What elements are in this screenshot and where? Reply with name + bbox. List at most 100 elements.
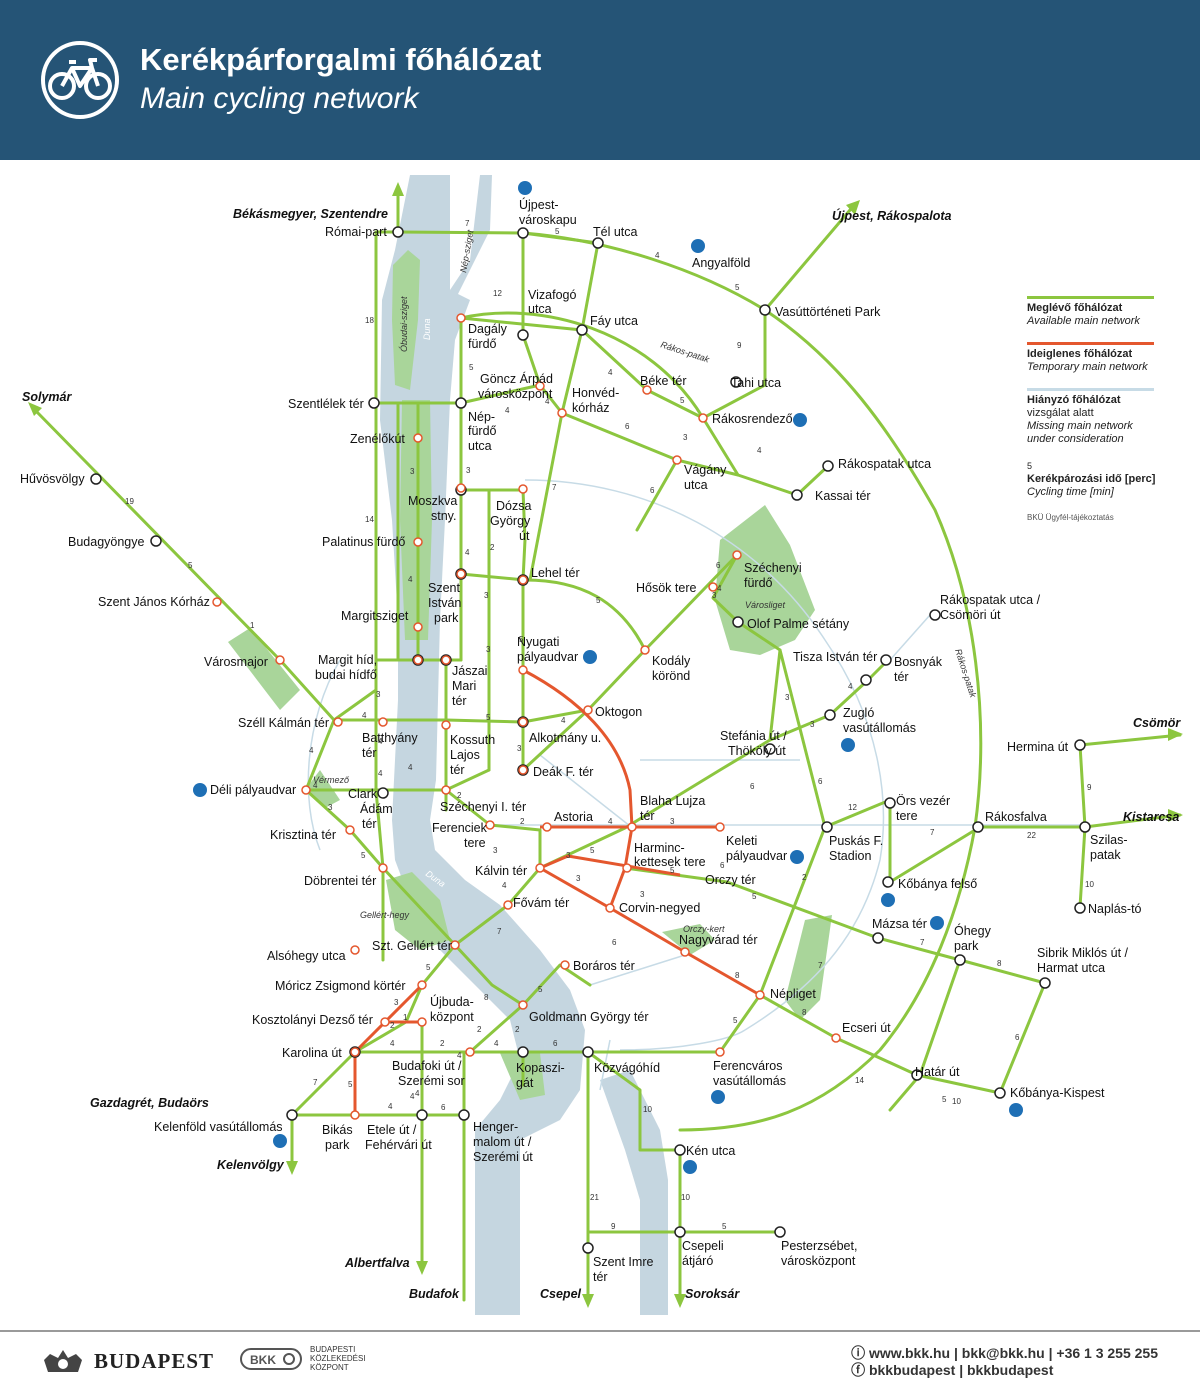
station-alsohegy: Alsóhegy utca — [267, 949, 346, 963]
station-ferenciek-1: Ferenciek — [432, 821, 488, 835]
station-vagany-1: Vágány — [684, 463, 727, 477]
cycling-time-103: 2 — [802, 873, 807, 882]
station-ecseri: Ecseri út — [842, 1021, 891, 1035]
dest-budafok: Budafok — [409, 1287, 460, 1301]
cycling-time-8: 4 — [608, 368, 613, 377]
station-hengermalom-1: Henger- — [473, 1120, 518, 1134]
cycling-time-104: 7 — [818, 961, 823, 970]
station-oktogon: Oktogon — [595, 705, 642, 719]
cycling-time-100: 5 — [590, 846, 595, 855]
rail-icons — [193, 181, 1023, 1174]
contact-text-1[interactable]: www.bkk.hu | bkk@bkk.hu | +36 1 3 255 25… — [868, 1345, 1158, 1361]
cycling-time-19: 4 — [408, 575, 413, 584]
cycling-time-85: 4 — [457, 1051, 462, 1060]
cycling-time-27: 5 — [188, 561, 193, 570]
label-nepsziget: Nép-sziget — [458, 229, 475, 274]
station-orsvezer-1: Örs vezér — [896, 794, 950, 808]
cycling-time-66: 5 — [733, 1016, 738, 1025]
station-olofpalme: Olof Palme sétány — [747, 617, 850, 631]
station-rakosfalva: Rákosfalva — [985, 810, 1047, 824]
cycling-time-52: 5 — [361, 851, 366, 860]
station-dozsa-3: út — [519, 529, 530, 543]
cycling-time-20: 14 — [365, 515, 374, 524]
station-puskas-2: Stadion — [829, 849, 871, 863]
station-bosnyak-1: Bosnyák — [894, 655, 943, 669]
station-rakosrendezo: Rákosrendező — [712, 412, 793, 426]
dest-bekasmegyer: Békásmegyer, Szentendre — [233, 207, 388, 221]
station-szilaspatak-2: patak — [1090, 848, 1121, 862]
cycling-time-96: 3 — [576, 874, 581, 883]
station-herminaut: Hermina út — [1007, 740, 1069, 754]
cycling-time-88: 4 — [415, 1089, 420, 1098]
station-moricz: Móricz Zsigmond körtér — [275, 979, 406, 993]
station-csepeliatjaro-1: Csepeli — [682, 1239, 724, 1253]
cycling-time-64: 10 — [952, 1097, 961, 1106]
legend-time: 5 Kerékpározási idő [perc] Cycling time … — [1027, 460, 1162, 499]
dest-albertfalva: Albertfalva — [344, 1256, 410, 1270]
station-zenelokut: Zenélőkút — [350, 432, 405, 446]
label-duna: Duna — [422, 318, 432, 340]
station-batthyany-2: tér — [362, 746, 377, 760]
cycling-time-70: 4 — [390, 1039, 395, 1048]
legend-temporary-en: Temporary main network — [1027, 361, 1148, 373]
arrows — [28, 182, 1183, 1308]
station-batthyany-1: Batthyány — [362, 731, 418, 745]
footer-city: BUDAPEST — [94, 1348, 215, 1373]
label-vermezo: Vérmező — [313, 775, 350, 785]
station-kelenfold: Kelenföld vasútállomás — [154, 1120, 283, 1134]
station-nepfurdo-2: fürdő — [468, 424, 497, 438]
cycling-time-73: 6 — [553, 1039, 558, 1048]
cycling-time-87: 6 — [441, 1103, 446, 1112]
cycling-time-30: 6 — [818, 777, 823, 786]
contact-text-2[interactable]: bkkbudapest | bkkbudapest — [868, 1362, 1054, 1378]
station-ujbuda-1: Újbuda- — [430, 994, 474, 1009]
cycling-time-98: 3 — [493, 846, 498, 855]
cycling-time-59: 7 — [920, 938, 925, 947]
station-telutca: Tél utca — [593, 225, 638, 239]
budapest-logo: BUDAPEST — [40, 1345, 214, 1377]
map-legend: Meglévő főhálózat Available main network… — [1027, 296, 1162, 536]
cycling-time-60: 8 — [997, 959, 1002, 968]
footer-contact: ⓘ www.bkk.hu | bkk@bkk.hu | +36 1 3 255 … — [851, 1345, 1158, 1379]
station-dozsa-2: György — [490, 514, 531, 528]
cycling-time-53: 12 — [848, 803, 857, 812]
label-duna2: Duna — [424, 868, 447, 889]
station-goldmann: Goldmann György tér — [529, 1010, 649, 1024]
cycling-time-45: 3 — [810, 720, 815, 729]
cycling-time-92: 8 — [735, 971, 740, 980]
cycling-time-51: 3 — [328, 803, 333, 812]
station-etele-1: Etele út / — [367, 1123, 417, 1137]
station-blaha-1: Blaha Lujza — [640, 794, 705, 808]
cycling-time-89: 4 — [410, 1092, 415, 1101]
station-lehel: Lehel tér — [531, 566, 580, 580]
station-krisztina: Krisztina tér — [270, 828, 336, 842]
station-hatarut: Határ út — [915, 1065, 960, 1079]
cycling-time-36: 5 — [519, 635, 524, 644]
legend-temporary-swatch — [1027, 342, 1154, 345]
cycling-time-34: 5 — [486, 713, 491, 722]
station-etele-2: Fehérvári út — [365, 1138, 432, 1152]
station-dagaly-1: Dagály — [468, 322, 508, 336]
legend-missing-en2: under consideration — [1027, 433, 1124, 445]
cycling-time-94: 3 — [640, 890, 645, 899]
cycling-time-97: 4 — [502, 881, 507, 890]
station-szentgellert: Szt. Gellért tér — [372, 939, 452, 953]
temporary-network — [353, 668, 761, 1115]
station-szentjanos: Szent János Kórház — [98, 595, 210, 609]
station-budafokiut-1: Budafoki út / — [392, 1059, 462, 1073]
cycling-time-0: 7 — [465, 219, 470, 228]
station-blaha-2: tér — [640, 809, 655, 823]
cycling-time-44: 4 — [848, 682, 853, 691]
station-moszkva-1: Moszkva — [408, 494, 457, 508]
cycling-time-9: 5 — [680, 396, 685, 405]
cycling-time-16: 3 — [466, 466, 471, 475]
dest-solymar: Solymár — [22, 390, 72, 404]
station-zuglo-2: vasútállomás — [843, 721, 916, 735]
station-szechenyiiter: Széchenyi I. tér — [440, 800, 526, 814]
station-jaszai-2: Mari — [452, 679, 476, 693]
cycling-time-101: 5 — [670, 866, 675, 875]
station-kozvagohid: Közvágóhíd — [594, 1061, 660, 1075]
dest-gazdagret: Gazdagrét, Budaörs — [90, 1096, 209, 1110]
bkk-name-3: KÖZPONT — [310, 1363, 349, 1372]
station-deak: Deák F. tér — [533, 765, 593, 779]
